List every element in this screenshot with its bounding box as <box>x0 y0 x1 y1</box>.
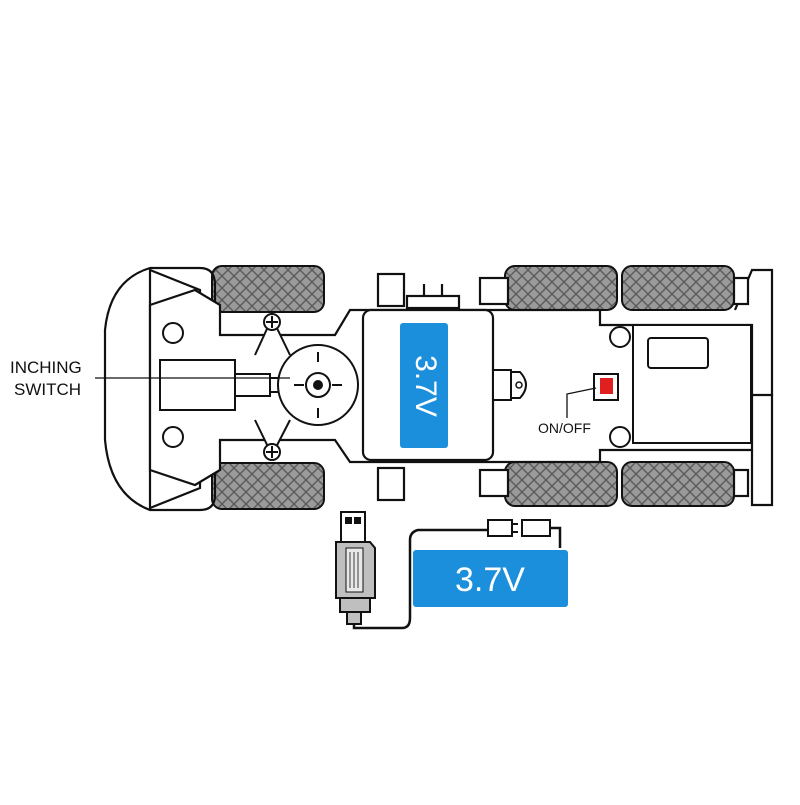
tire-front-bottom <box>211 462 325 510</box>
chassis-battery-voltage: 3.7V <box>409 355 442 417</box>
on-off-label: ON/OFF <box>538 420 591 436</box>
receiver-box <box>632 324 752 444</box>
chassis-battery <box>400 323 448 448</box>
on-off-switch <box>593 373 619 401</box>
tire-rear-top-2 <box>621 265 735 311</box>
inching-switch-label-line1: INCHING <box>10 358 82 377</box>
tire-rear-bottom-2 <box>621 461 735 507</box>
usb-plug-icon <box>335 511 376 625</box>
tire-rear-bottom-1 <box>504 461 618 507</box>
on-off-leader-line <box>566 387 597 418</box>
tire-front-top <box>211 265 325 313</box>
battery-pack-voltage: 3.7V <box>455 561 525 599</box>
battery-lead-wire <box>550 526 562 548</box>
jst-connector-icon <box>487 519 551 537</box>
charging-cable <box>352 528 488 630</box>
servo-gear <box>277 344 359 426</box>
steering-linkage <box>254 313 291 461</box>
inching-switch-motor <box>159 359 287 411</box>
battery-pack <box>413 550 568 607</box>
tire-rear-top-1 <box>504 265 618 311</box>
mounting-holes <box>162 322 631 448</box>
inching-switch-label-line2: SWITCH <box>14 380 81 399</box>
